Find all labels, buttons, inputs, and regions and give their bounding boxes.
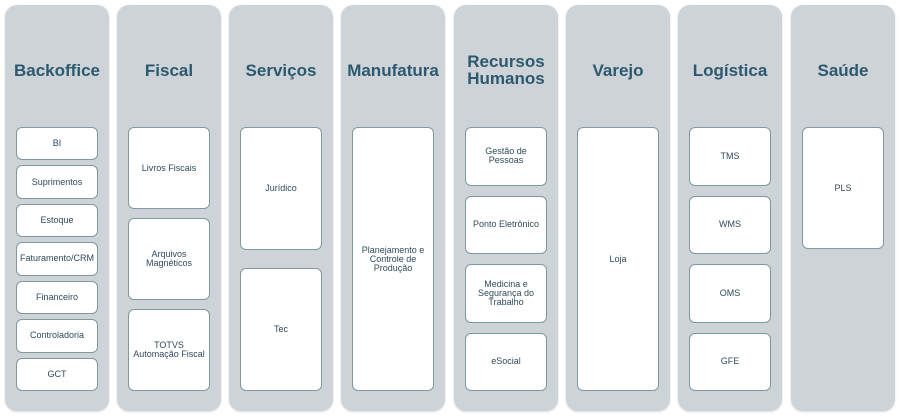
module-box[interactable]: Planejamento e Controle de Produção (352, 127, 434, 391)
column-title: Recursos Humanos (467, 52, 545, 88)
module-box[interactable]: Medicina e Segurança do Trabalho (465, 264, 547, 323)
column-title: Fiscal (144, 60, 194, 80)
column-varejo: Varejo Loja (566, 5, 670, 411)
column-fiscal: Fiscal Livros Fiscais Arquivos Magnético… (117, 5, 221, 411)
module-box[interactable]: Ponto Eletrônico (465, 195, 547, 254)
column-manufatura: Manufatura Planejamento e Controle de Pr… (341, 5, 445, 411)
module-box[interactable]: OMS (689, 264, 771, 323)
column-title: Logística (692, 60, 768, 80)
column-logistica: Logística TMS WMS OMS GFE (678, 5, 782, 411)
column-backoffice: Backoffice BI Suprimentos Estoque Fatura… (5, 5, 109, 411)
module-box[interactable]: BI (16, 127, 98, 161)
column-title: Manufatura (347, 60, 439, 80)
column-servicos: Serviços Jurídico Tec (229, 5, 333, 411)
module-box[interactable]: Financeiro (16, 280, 98, 315)
module-box[interactable]: Gestão de Pessoas (465, 127, 547, 186)
column-title: Backoffice (14, 60, 100, 80)
module-box[interactable]: Faturamento/CRM (16, 242, 98, 276)
column-title: Varejo (592, 60, 644, 80)
module-box[interactable]: GCT (16, 357, 98, 391)
module-box[interactable]: TOTVS Automação Fiscal (128, 309, 210, 391)
module-box[interactable]: eSocial (465, 332, 547, 391)
module-box[interactable]: GFE (689, 332, 771, 391)
module-box[interactable]: WMS (689, 195, 771, 254)
module-box[interactable]: Estoque (16, 203, 98, 238)
module-box[interactable]: PLS (802, 127, 884, 249)
module-box[interactable]: TMS (689, 127, 771, 186)
module-box[interactable]: Jurídico (240, 127, 322, 250)
module-box[interactable]: Tec (240, 268, 322, 391)
module-box[interactable]: Arquivos Magnéticos (128, 218, 210, 300)
column-title: Serviços (245, 60, 317, 80)
module-box[interactable]: Loja (577, 127, 659, 391)
module-box[interactable]: Livros Fiscais (128, 127, 210, 209)
column-saude: Saúde PLS (791, 5, 895, 411)
module-box[interactable]: Controladoria (16, 319, 98, 353)
column-title: Saúde (817, 60, 869, 80)
module-box[interactable]: Suprimentos (16, 165, 98, 199)
column-recursos-humanos: Recursos Humanos Gestão de Pessoas Ponto… (454, 5, 558, 411)
